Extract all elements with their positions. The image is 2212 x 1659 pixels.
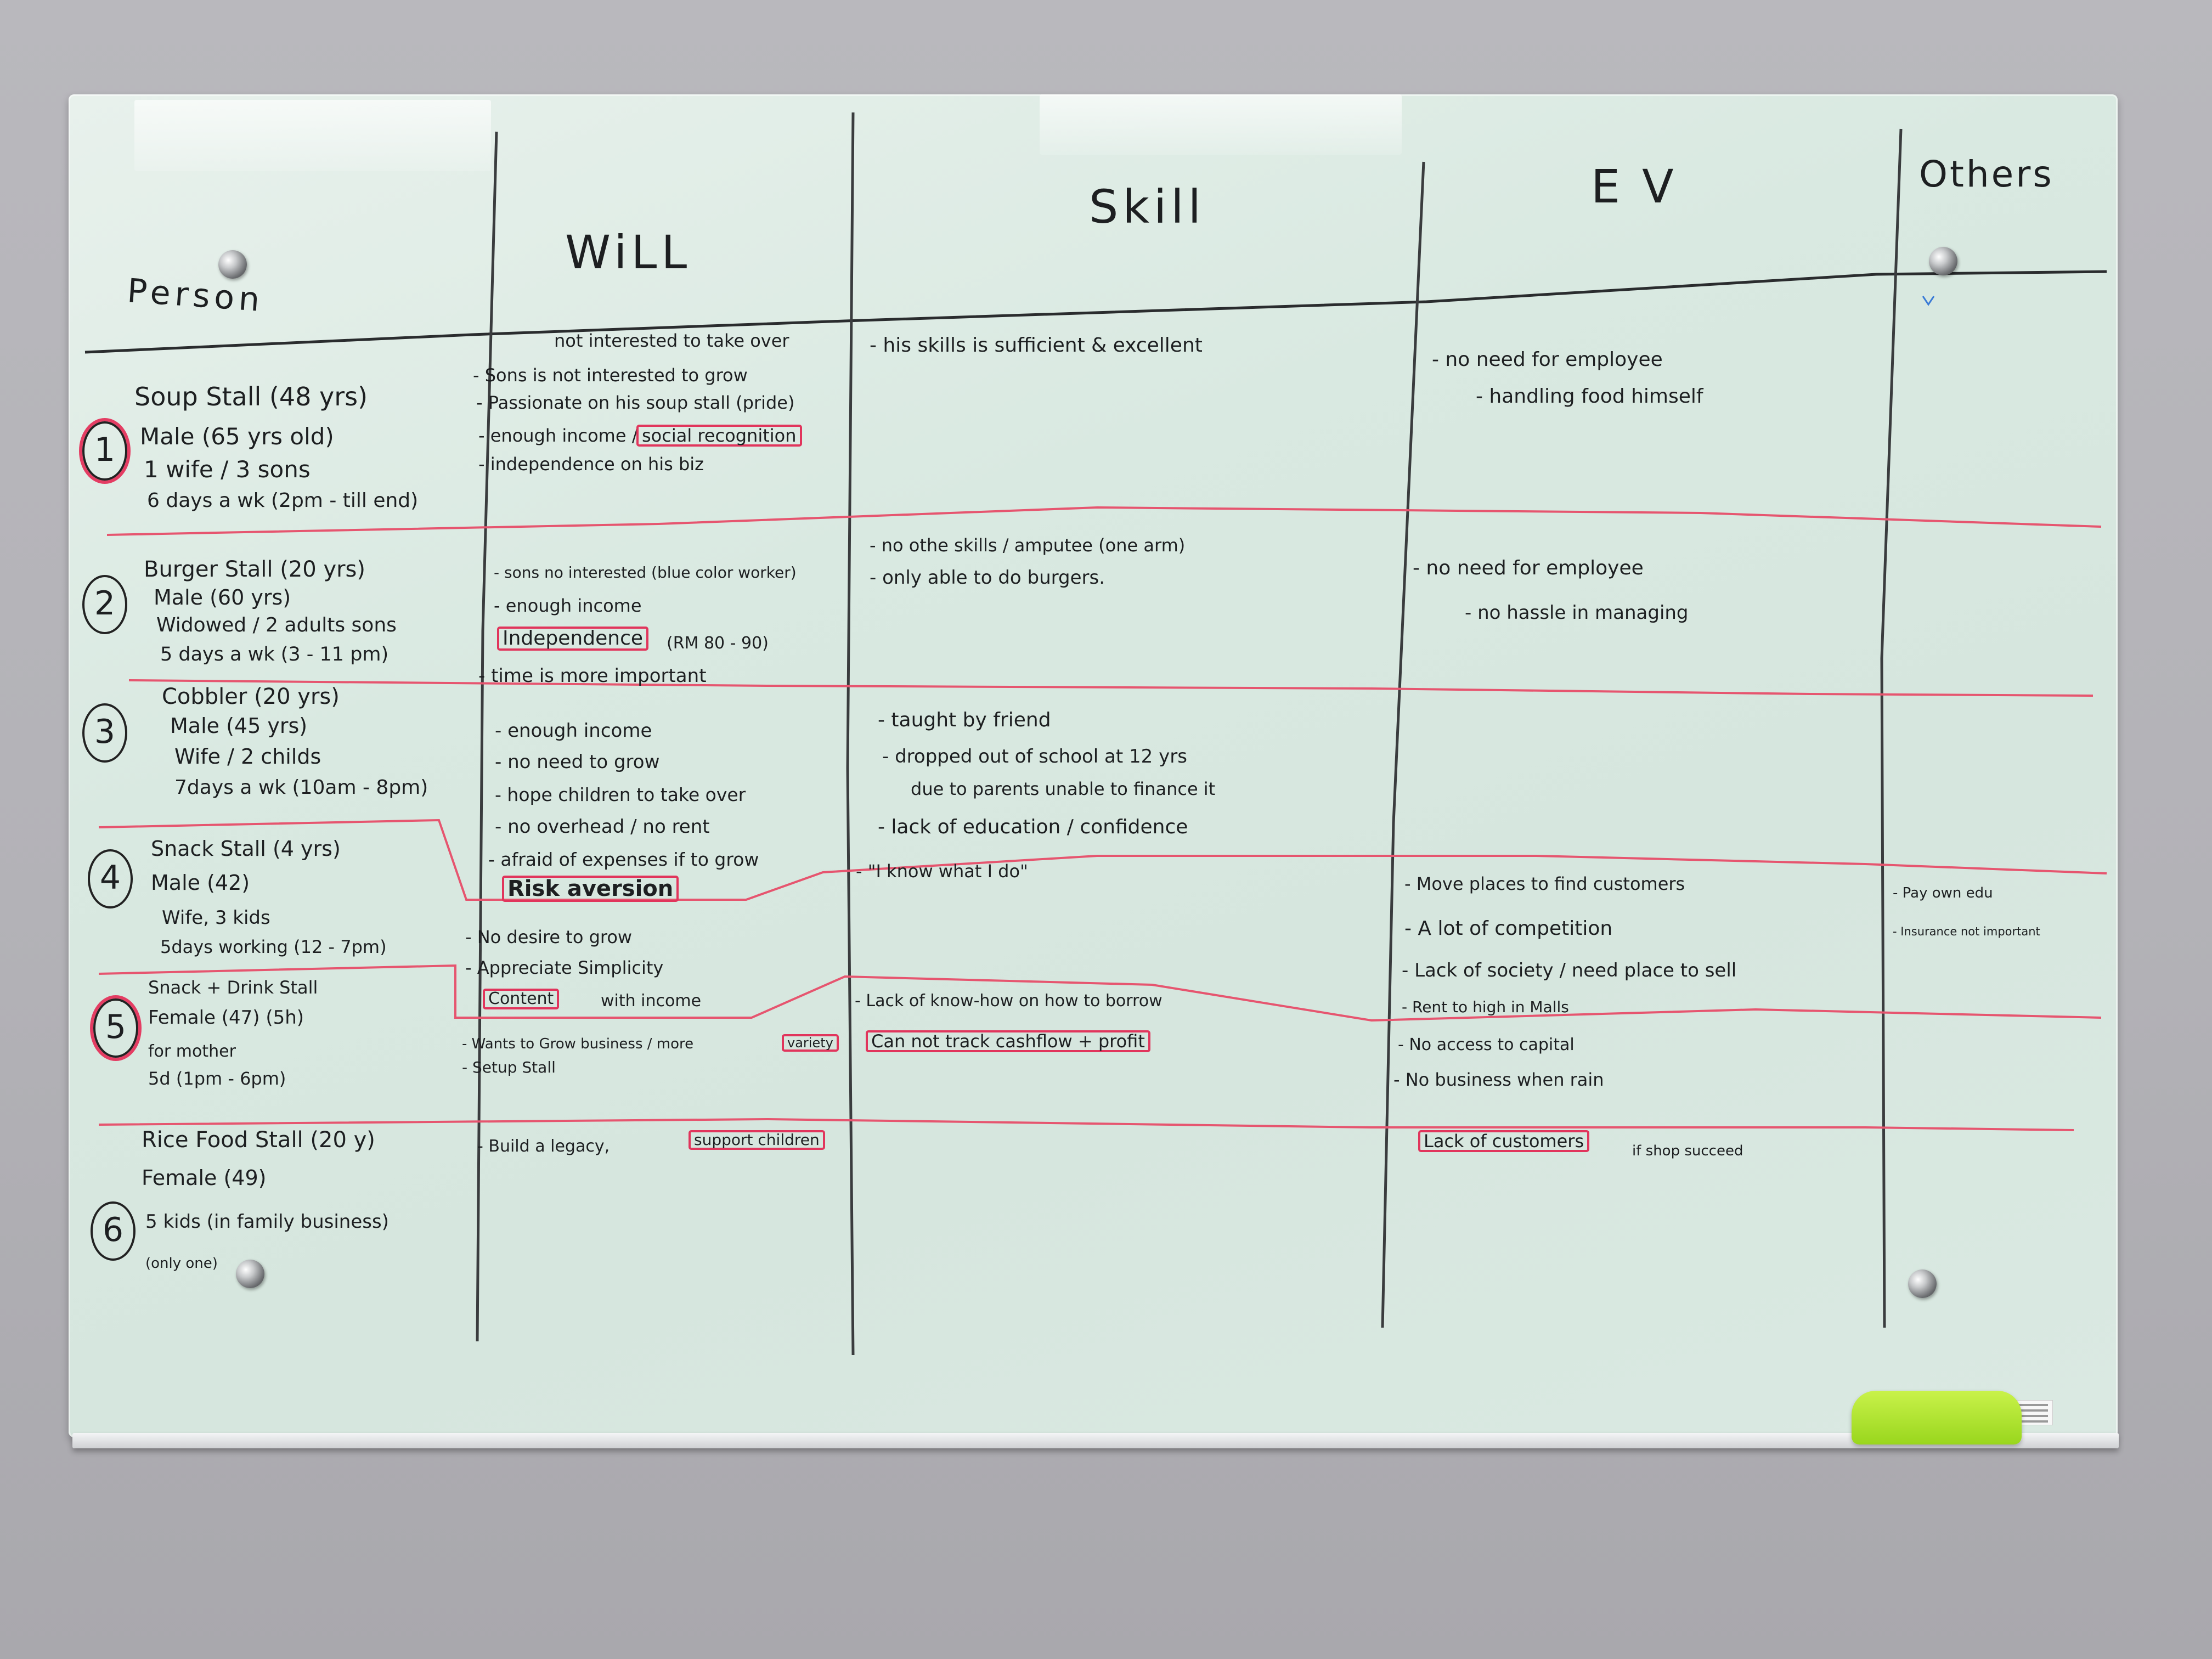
person-detail: Wife, 3 kids bbox=[162, 907, 270, 929]
row-number-2: 2 bbox=[82, 575, 127, 634]
will-note: - no overhead / no rent bbox=[495, 816, 710, 838]
will-note: - enough income / bbox=[478, 425, 638, 446]
will-note: - sons no interested (blue color worker) bbox=[494, 563, 797, 582]
person-detail: 6 days a wk (2pm - till end) bbox=[147, 489, 419, 512]
person-name: Soup Stall (48 yrs) bbox=[134, 382, 368, 411]
whiteboard bbox=[69, 94, 2118, 1437]
will-note: - Setup Stall bbox=[462, 1058, 556, 1076]
marker-tray bbox=[72, 1433, 2119, 1448]
person-detail: Male (45 yrs) bbox=[170, 714, 308, 738]
person-detail: 5 days a wk (3 - 11 pm) bbox=[160, 644, 389, 665]
whiteboard-eraser bbox=[1852, 1391, 2022, 1444]
skill-note: - his skills is sufficient & excellent bbox=[870, 334, 1203, 357]
will-note: - Sons is not interested to grow bbox=[473, 365, 748, 386]
row-number-4: 4 bbox=[88, 849, 133, 909]
person-name: Snack Stall (4 yrs) bbox=[151, 837, 341, 861]
person-detail: 5d (1pm - 6pm) bbox=[148, 1068, 286, 1089]
person-detail: Widowed / 2 adults sons bbox=[156, 614, 397, 636]
ev-note: - Move places to find customers bbox=[1404, 873, 1685, 894]
person-name: Cobbler (20 yrs) bbox=[162, 684, 340, 709]
header-skill: Skill bbox=[1089, 180, 1205, 234]
person-detail: Male (60 yrs) bbox=[154, 585, 291, 610]
row-number-6: 6 bbox=[91, 1201, 136, 1261]
will-note: - Passionate on his soup stall (pride) bbox=[476, 392, 795, 413]
mounting-screw bbox=[1929, 247, 1957, 275]
will-note: - time is more important bbox=[478, 665, 707, 687]
mounting-screw bbox=[1908, 1269, 1937, 1298]
skill-note: - no othe skills / amputee (one arm) bbox=[870, 535, 1186, 556]
person-detail: Male (65 yrs old) bbox=[140, 423, 334, 450]
person-detail: 1 wife / 3 sons bbox=[144, 456, 311, 483]
header-person: Person bbox=[126, 272, 266, 320]
header-others: Others bbox=[1919, 153, 2054, 195]
person-detail: 7days a wk (10am - 8pm) bbox=[174, 776, 428, 799]
skill-note: - "I know what I do" bbox=[856, 861, 1028, 882]
ceiling-light-reflection bbox=[134, 100, 491, 171]
ev-note: - No business when rain bbox=[1393, 1069, 1604, 1090]
will-note-highlight: Risk aversion bbox=[502, 876, 679, 902]
person-detail: for mother bbox=[148, 1042, 236, 1061]
skill-note: - lack of education / confidence bbox=[878, 816, 1188, 838]
will-note: with income bbox=[601, 991, 702, 1011]
will-note: (RM 80 - 90) bbox=[667, 634, 769, 653]
will-note: - Appreciate Simplicity bbox=[465, 957, 664, 978]
person-detail: (only one) bbox=[145, 1255, 218, 1272]
will-note: - enough income bbox=[494, 595, 642, 616]
person-detail: 5days working (12 - 7pm) bbox=[160, 936, 387, 957]
ev-note: - Rent to high in Malls bbox=[1402, 998, 1569, 1016]
will-note-highlight: Content bbox=[483, 989, 560, 1009]
will-note: - no need to grow bbox=[495, 751, 660, 773]
skill-note: - taught by friend bbox=[878, 709, 1051, 731]
skill-note: - dropped out of school at 12 yrs bbox=[882, 746, 1187, 768]
others-note: - Pay own edu bbox=[1893, 885, 1993, 901]
header-will: WiLL bbox=[565, 225, 692, 279]
will-note: - afraid of expenses if to grow bbox=[488, 849, 759, 870]
person-detail: Female (49) bbox=[142, 1166, 267, 1190]
will-note: - No desire to grow bbox=[465, 927, 633, 947]
will-note-highlight: Independence bbox=[497, 627, 649, 651]
ev-note: if shop succeed bbox=[1632, 1143, 1743, 1159]
skill-note-highlight: Can not track cashflow + profit bbox=[866, 1030, 1150, 1052]
skill-note: - only able to do burgers. bbox=[870, 567, 1105, 589]
mounting-screw bbox=[218, 250, 247, 279]
will-note: - Wants to Grow business / more bbox=[462, 1036, 694, 1052]
row-number-3: 3 bbox=[82, 703, 127, 763]
person-name: Snack + Drink Stall bbox=[148, 977, 318, 998]
header-ev: EV bbox=[1591, 160, 1696, 213]
will-note-highlight: variety bbox=[782, 1034, 839, 1052]
will-note-highlight: support children bbox=[689, 1130, 825, 1150]
person-detail: Male (42) bbox=[151, 871, 250, 895]
row-number-5: 5 bbox=[93, 998, 138, 1058]
ev-note: - handling food himself bbox=[1476, 385, 1703, 408]
ceiling-light-reflection bbox=[1040, 94, 1402, 155]
person-detail: Female (47) (5h) bbox=[148, 1007, 304, 1029]
skill-note: due to parents unable to finance it bbox=[911, 778, 1216, 799]
person-detail: Wife / 2 childs bbox=[174, 744, 321, 769]
will-note: not interested to take over bbox=[554, 330, 789, 351]
person-name: Rice Food Stall (20 y) bbox=[142, 1127, 375, 1153]
will-note: - enough income bbox=[495, 720, 652, 742]
ev-note-highlight: Lack of customers bbox=[1418, 1130, 1590, 1152]
mounting-screw bbox=[236, 1260, 264, 1288]
person-detail: 5 kids (in family business) bbox=[145, 1211, 389, 1233]
ev-note: - A lot of competition bbox=[1404, 917, 1613, 940]
will-note: - Build a legacy, bbox=[477, 1137, 610, 1156]
will-note: - independence on his biz bbox=[478, 454, 704, 475]
row-number-1: 1 bbox=[82, 421, 127, 481]
will-note-highlight: social recognition bbox=[636, 425, 802, 447]
ev-note: - no need for employee bbox=[1413, 557, 1644, 579]
skill-note: - Lack of know-how on how to borrow bbox=[855, 991, 1163, 1011]
ev-note: - no hassle in managing bbox=[1465, 602, 1689, 624]
person-name: Burger Stall (20 yrs) bbox=[144, 557, 366, 582]
ev-note: - no need for employee bbox=[1432, 348, 1663, 371]
others-note: - Insurance not important bbox=[1893, 925, 2040, 938]
will-note: - hope children to take over bbox=[495, 784, 746, 805]
ev-note: - No access to capital bbox=[1398, 1035, 1575, 1054]
ev-note: - Lack of society / need place to sell bbox=[1402, 960, 1737, 981]
